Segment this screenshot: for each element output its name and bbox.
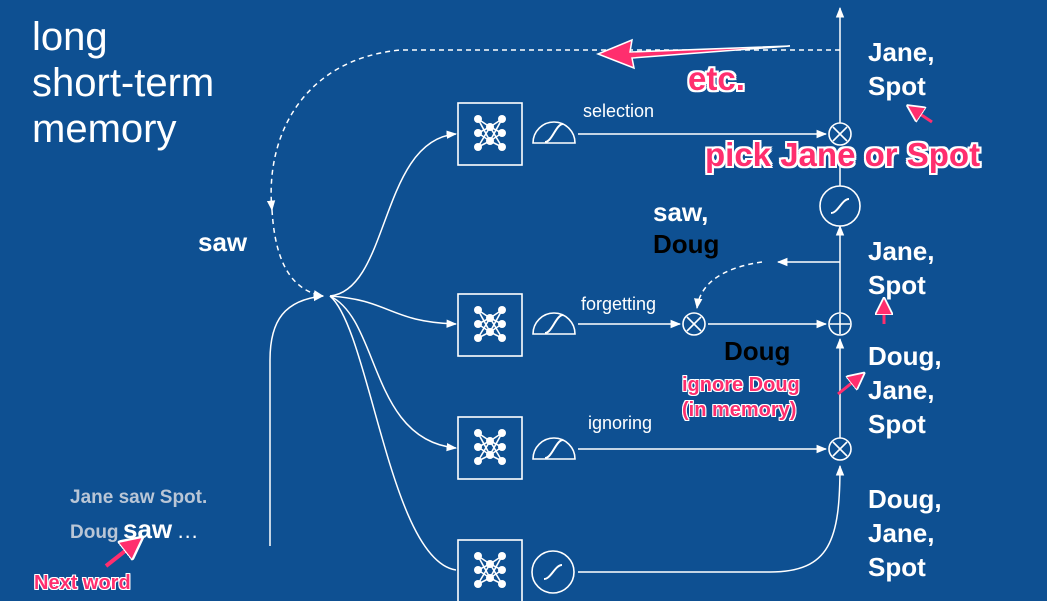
annotation-ignore: ignore Doug(in memory)	[682, 374, 800, 421]
input-line	[269, 292, 325, 546]
recurrent-loop-2	[271, 209, 325, 299]
sentence-suffix: …	[176, 518, 199, 543]
squash-icon	[819, 185, 861, 227]
fan-selection	[329, 130, 458, 297]
neural-net-icon	[457, 416, 523, 480]
prediction-saw-doug: saw,Doug	[653, 197, 720, 259]
output-top: Jane,Spot	[868, 37, 935, 101]
neural-net-icon	[457, 539, 523, 601]
output-memory: Doug,Jane,Spot	[868, 341, 942, 439]
multiply-icon	[682, 312, 706, 336]
prediction-line	[578, 464, 845, 573]
sentence-line-2: Doug saw …	[70, 514, 199, 545]
squash-icon	[532, 121, 576, 144]
current-word: saw	[123, 514, 173, 544]
input-word: saw	[198, 227, 248, 257]
gate-label-ignoring: ignoring	[588, 413, 653, 433]
fan-forgetting	[329, 295, 458, 328]
arrow-icon	[595, 38, 791, 70]
squash-icon	[531, 550, 575, 594]
arrow-icon	[104, 544, 134, 568]
annotation-etc: etc.	[688, 60, 745, 97]
output-bottom: Doug,Jane,Spot	[868, 484, 942, 582]
gate-label-selection: selection	[583, 101, 655, 121]
memory-feedback	[694, 261, 763, 310]
fan-ignoring	[329, 295, 458, 452]
squash-icon	[532, 437, 576, 460]
sentence-prefix: Doug	[70, 522, 119, 543]
prediction-doug: Doug	[724, 336, 791, 366]
arrow-icon	[837, 378, 858, 396]
arrow-icon	[914, 110, 933, 124]
recurrent-loop	[266, 49, 840, 212]
neural-net-icon	[457, 102, 523, 166]
neural-net-icon	[457, 293, 523, 357]
gate-label-forgetting: forgetting	[581, 294, 657, 314]
add-icon	[828, 312, 852, 336]
squash-icon	[532, 312, 576, 335]
multiply-icon	[828, 437, 852, 461]
fan-prediction	[329, 295, 457, 571]
output-middle: Jane,Spot	[868, 236, 935, 300]
annotation-pick: pick Jane or Spot	[705, 136, 981, 173]
annotation-next-word: Next word	[34, 572, 131, 594]
sentence-line-1: Jane saw Spot.	[70, 487, 208, 508]
